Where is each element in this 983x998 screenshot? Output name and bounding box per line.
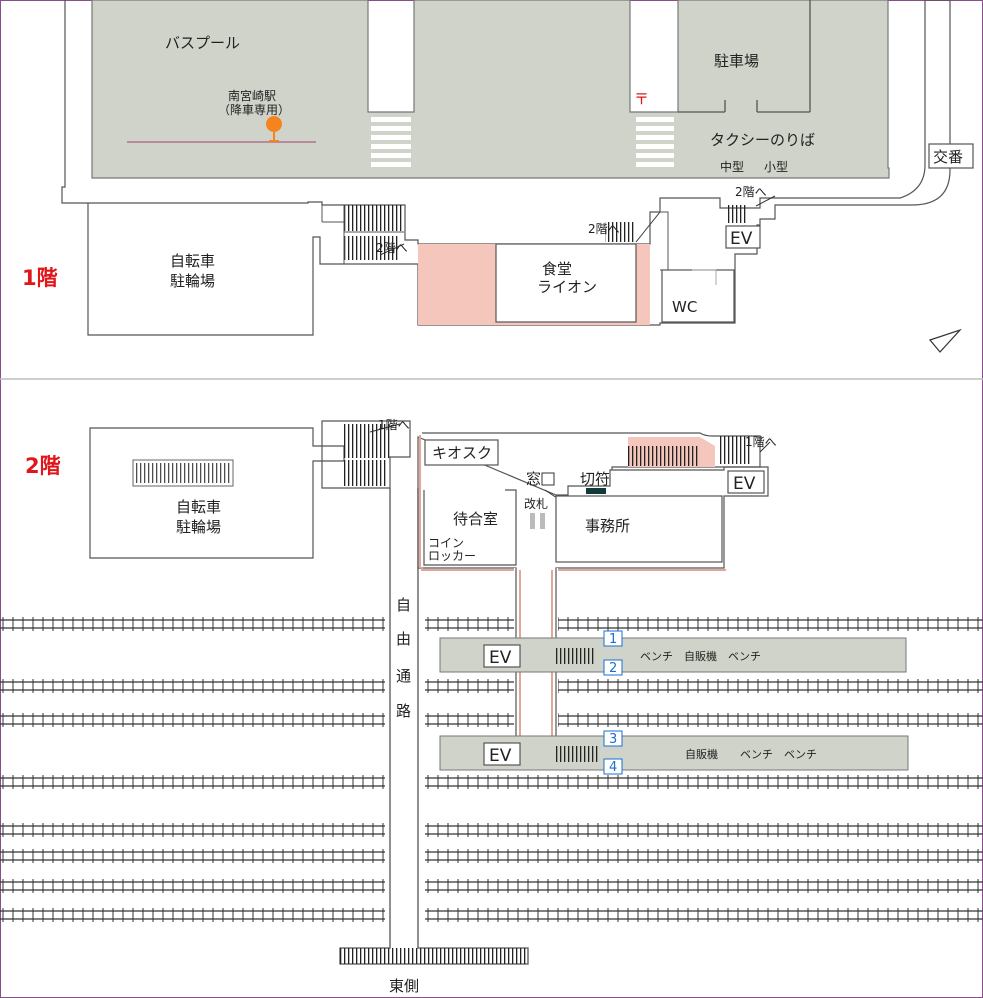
cafeteria-room bbox=[495, 243, 637, 323]
track-segment bbox=[0, 617, 385, 631]
ticket-gate-label: 改札 bbox=[524, 497, 548, 511]
to-1f-west-label: 1階へ bbox=[378, 417, 410, 432]
kiosk bbox=[424, 439, 499, 466]
office-room bbox=[555, 495, 723, 563]
track-segment bbox=[425, 849, 983, 863]
ticket-machine-label: 切符 bbox=[580, 470, 610, 488]
waiting-room bbox=[423, 489, 517, 566]
to-1f-east-label: 1階へ bbox=[745, 434, 777, 449]
track-segment bbox=[0, 823, 385, 837]
floor-1-map: バスプール 南宮崎駅 （降車専用） 駐車場 タクシーのりば 中型 小型 〒 交番… bbox=[22, 0, 974, 353]
waiting-room-label: 待合室 bbox=[453, 510, 498, 528]
track-segment bbox=[425, 713, 983, 727]
track-number-2: 2 bbox=[609, 661, 617, 676]
track-segment bbox=[0, 679, 385, 693]
track-segment bbox=[425, 775, 983, 789]
bicycle-parking-1f-label-2: 駐輪場 bbox=[170, 272, 215, 290]
floor-1-label: 1階 bbox=[22, 266, 58, 290]
bus-pool-area bbox=[91, 0, 890, 179]
stairs-west-1f bbox=[321, 205, 405, 264]
crosswalk-east bbox=[636, 117, 674, 167]
track-segment bbox=[425, 617, 983, 631]
free-passage-label-2: 由 bbox=[396, 630, 411, 648]
track-segment bbox=[0, 713, 385, 727]
ticket-window-icon bbox=[541, 472, 555, 486]
track-segment bbox=[0, 908, 385, 922]
bus-stop-marker-icon bbox=[266, 116, 282, 132]
to-2f-middle-label: 2階へ bbox=[588, 221, 620, 236]
floor-2-label: 2階 bbox=[25, 454, 61, 478]
track-segment bbox=[425, 679, 983, 693]
bus-pool-label: バスプール bbox=[165, 34, 240, 52]
police-box bbox=[928, 143, 974, 169]
floor-2-map: 自転車 駐輪場 1階へ 1階へ キオスク 待合室 コイン ロッカー 窓口 bbox=[0, 417, 983, 995]
cafeteria-label-1: 食堂 bbox=[542, 260, 572, 278]
track-segment bbox=[425, 823, 983, 837]
taxi-small-label: 小型 bbox=[764, 160, 788, 174]
elevator-platform-1-2 bbox=[483, 644, 521, 668]
bicycle-parking-1f-label-1: 自転車 bbox=[170, 252, 215, 270]
parking-label: 駐車場 bbox=[714, 52, 759, 70]
elevator-2f-concourse-label: EV bbox=[733, 474, 756, 494]
platform-1-2-facilities: ベンチ 自販機 ベンチ bbox=[640, 649, 761, 663]
stairs-east-exit bbox=[340, 948, 528, 964]
platform-3-4-facilities: 自販機 ベンチ ベンチ bbox=[685, 747, 817, 761]
railway-tracks bbox=[0, 568, 983, 922]
stairs-middle-1f bbox=[605, 222, 635, 242]
bicycle-parking-2f-label-2: 駐輪場 bbox=[176, 518, 221, 536]
north-arrow-icon bbox=[928, 328, 962, 353]
stairs-west-2f bbox=[321, 420, 411, 489]
track-segment bbox=[425, 908, 983, 922]
elevator-1f-label: EV bbox=[730, 229, 753, 249]
crosswalk-west bbox=[371, 117, 411, 167]
track-segment bbox=[425, 879, 983, 893]
track-segment bbox=[0, 879, 385, 893]
station-building-1f bbox=[418, 244, 496, 325]
track-number-4: 4 bbox=[609, 760, 617, 775]
track-number-1: 1 bbox=[609, 632, 617, 647]
elevator-platform-1-2-label: EV bbox=[489, 648, 512, 668]
free-passage-label-1: 自 bbox=[396, 596, 411, 614]
coin-locker-label-1: コイン bbox=[428, 536, 464, 550]
bicycle-parking-2f bbox=[89, 427, 323, 559]
track-number-3: 3 bbox=[609, 732, 617, 747]
police-box-label: 交番 bbox=[933, 148, 963, 166]
elevator-2f-concourse bbox=[727, 470, 765, 494]
taxi-label: タクシーのりば bbox=[710, 131, 815, 149]
office-label: 事務所 bbox=[585, 517, 630, 535]
post-office-icon: 〒 bbox=[634, 90, 649, 108]
free-passage-label-4: 路 bbox=[396, 702, 411, 720]
east-side-label: 東側 bbox=[389, 977, 419, 995]
cafeteria-label-2: ライオン bbox=[537, 278, 597, 296]
ticket-gate-icon bbox=[530, 513, 535, 529]
bicycle-parking-2f-label-1: 自転車 bbox=[176, 498, 221, 516]
to-2f-west-label: 2階へ bbox=[376, 240, 408, 255]
track-segment bbox=[0, 849, 385, 863]
stairs-platform-3-4 bbox=[556, 746, 598, 762]
elevator-platform-3-4 bbox=[483, 742, 521, 766]
stairs-east-1f bbox=[726, 205, 748, 223]
to-2f-east-label: 2階へ bbox=[735, 184, 767, 199]
track-segment bbox=[0, 775, 385, 789]
elevator-platform-3-4-label: EV bbox=[489, 746, 512, 766]
station-note-label: （降車専用） bbox=[218, 103, 290, 117]
elevator-1f bbox=[725, 225, 761, 249]
ticket-machine-icon bbox=[586, 488, 606, 494]
free-passage-label-3: 通 bbox=[396, 667, 411, 685]
taxi-mid-label: 中型 bbox=[720, 159, 744, 174]
station-name-label: 南宮崎駅 bbox=[228, 88, 276, 103]
kiosk-label: キオスク bbox=[432, 444, 492, 462]
coin-locker-label-2: ロッカー bbox=[428, 549, 476, 563]
stairs-platform-1-2 bbox=[556, 648, 596, 664]
toilet-label: WC bbox=[672, 298, 697, 316]
